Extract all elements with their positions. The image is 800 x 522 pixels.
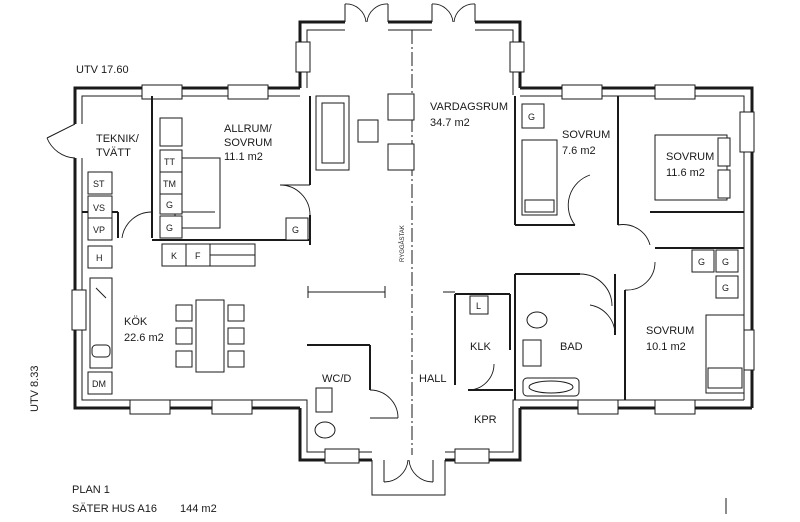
fixture-st: ST xyxy=(93,179,105,189)
room-kpr: KPR xyxy=(474,414,497,426)
allrum-fixtures: TT TM G G K F G xyxy=(159,117,309,261)
room-sovrum-c-area: 10.1 m2 xyxy=(646,341,686,353)
fixture-l: L xyxy=(476,301,481,311)
utv-side-label: UTV 8.33 xyxy=(29,366,41,412)
fixture-tt: TT xyxy=(164,157,175,167)
fixture-g5: G xyxy=(698,257,705,267)
room-allrum-line2: SOVRUM xyxy=(224,137,272,149)
fixture-g7: G xyxy=(722,283,729,293)
interior-walls xyxy=(82,96,744,400)
fixture-dm: DM xyxy=(92,379,106,389)
fixture-vp: VP xyxy=(93,225,105,235)
fixture-g3: G xyxy=(292,225,299,235)
room-klk: KLK xyxy=(470,341,491,353)
room-teknik-line2: TVÄTT xyxy=(96,147,131,159)
teknik-fixtures: ST VS VP H DM xyxy=(87,171,113,395)
fixture-g1: G xyxy=(166,200,173,210)
fixture-tm: TM xyxy=(163,179,176,189)
fixture-k: K xyxy=(171,251,177,261)
plan-title: PLAN 1 xyxy=(72,484,110,496)
room-sovrum-b-area: 11.6 m2 xyxy=(666,167,705,179)
room-vardagsrum-area: 34.7 m2 xyxy=(430,117,470,129)
room-labels: TEKNIK/ TVÄTT ALLRUM/ SOVRUM 11.1 m2 VAR… xyxy=(96,101,714,426)
fixture-vs: VS xyxy=(93,203,105,213)
room-allrum-area: 11.1 m2 xyxy=(224,151,263,163)
room-wc: WC/D xyxy=(322,373,351,385)
ridge-label: RYGGÅSTAK xyxy=(399,225,406,262)
room-bad: BAD xyxy=(560,341,583,353)
room-sovrum-a: SOVRUM xyxy=(562,129,610,141)
room-sovrum-b: SOVRUM xyxy=(666,151,714,163)
room-teknik-line1: TEKNIK/ xyxy=(96,133,140,145)
exterior-doors xyxy=(46,3,476,496)
bedroom-fixtures: G G G G L xyxy=(469,103,739,315)
windows xyxy=(71,41,755,464)
room-hall: HALL xyxy=(419,373,447,385)
house-area: 144 m2 xyxy=(180,503,217,515)
room-sovrum-a-area: 7.6 m2 xyxy=(562,145,596,157)
interior-doors xyxy=(121,174,656,419)
room-kok: KÖK xyxy=(124,316,148,328)
room-kok-area: 22.6 m2 xyxy=(124,332,164,344)
fixture-h: H xyxy=(96,253,103,263)
fixture-g2: G xyxy=(166,223,173,233)
fixture-f: F xyxy=(195,251,201,261)
house-name: SÄTER HUS A16 xyxy=(72,503,157,515)
fixture-g6: G xyxy=(722,257,729,267)
room-sovrum-c: SOVRUM xyxy=(646,325,694,337)
fixture-g4: G xyxy=(528,112,535,122)
utv-top-label: UTV 17.60 xyxy=(76,64,129,76)
room-allrum-line1: ALLRUM/ xyxy=(224,123,273,135)
room-vardagsrum: VARDAGSRUM xyxy=(430,101,508,113)
